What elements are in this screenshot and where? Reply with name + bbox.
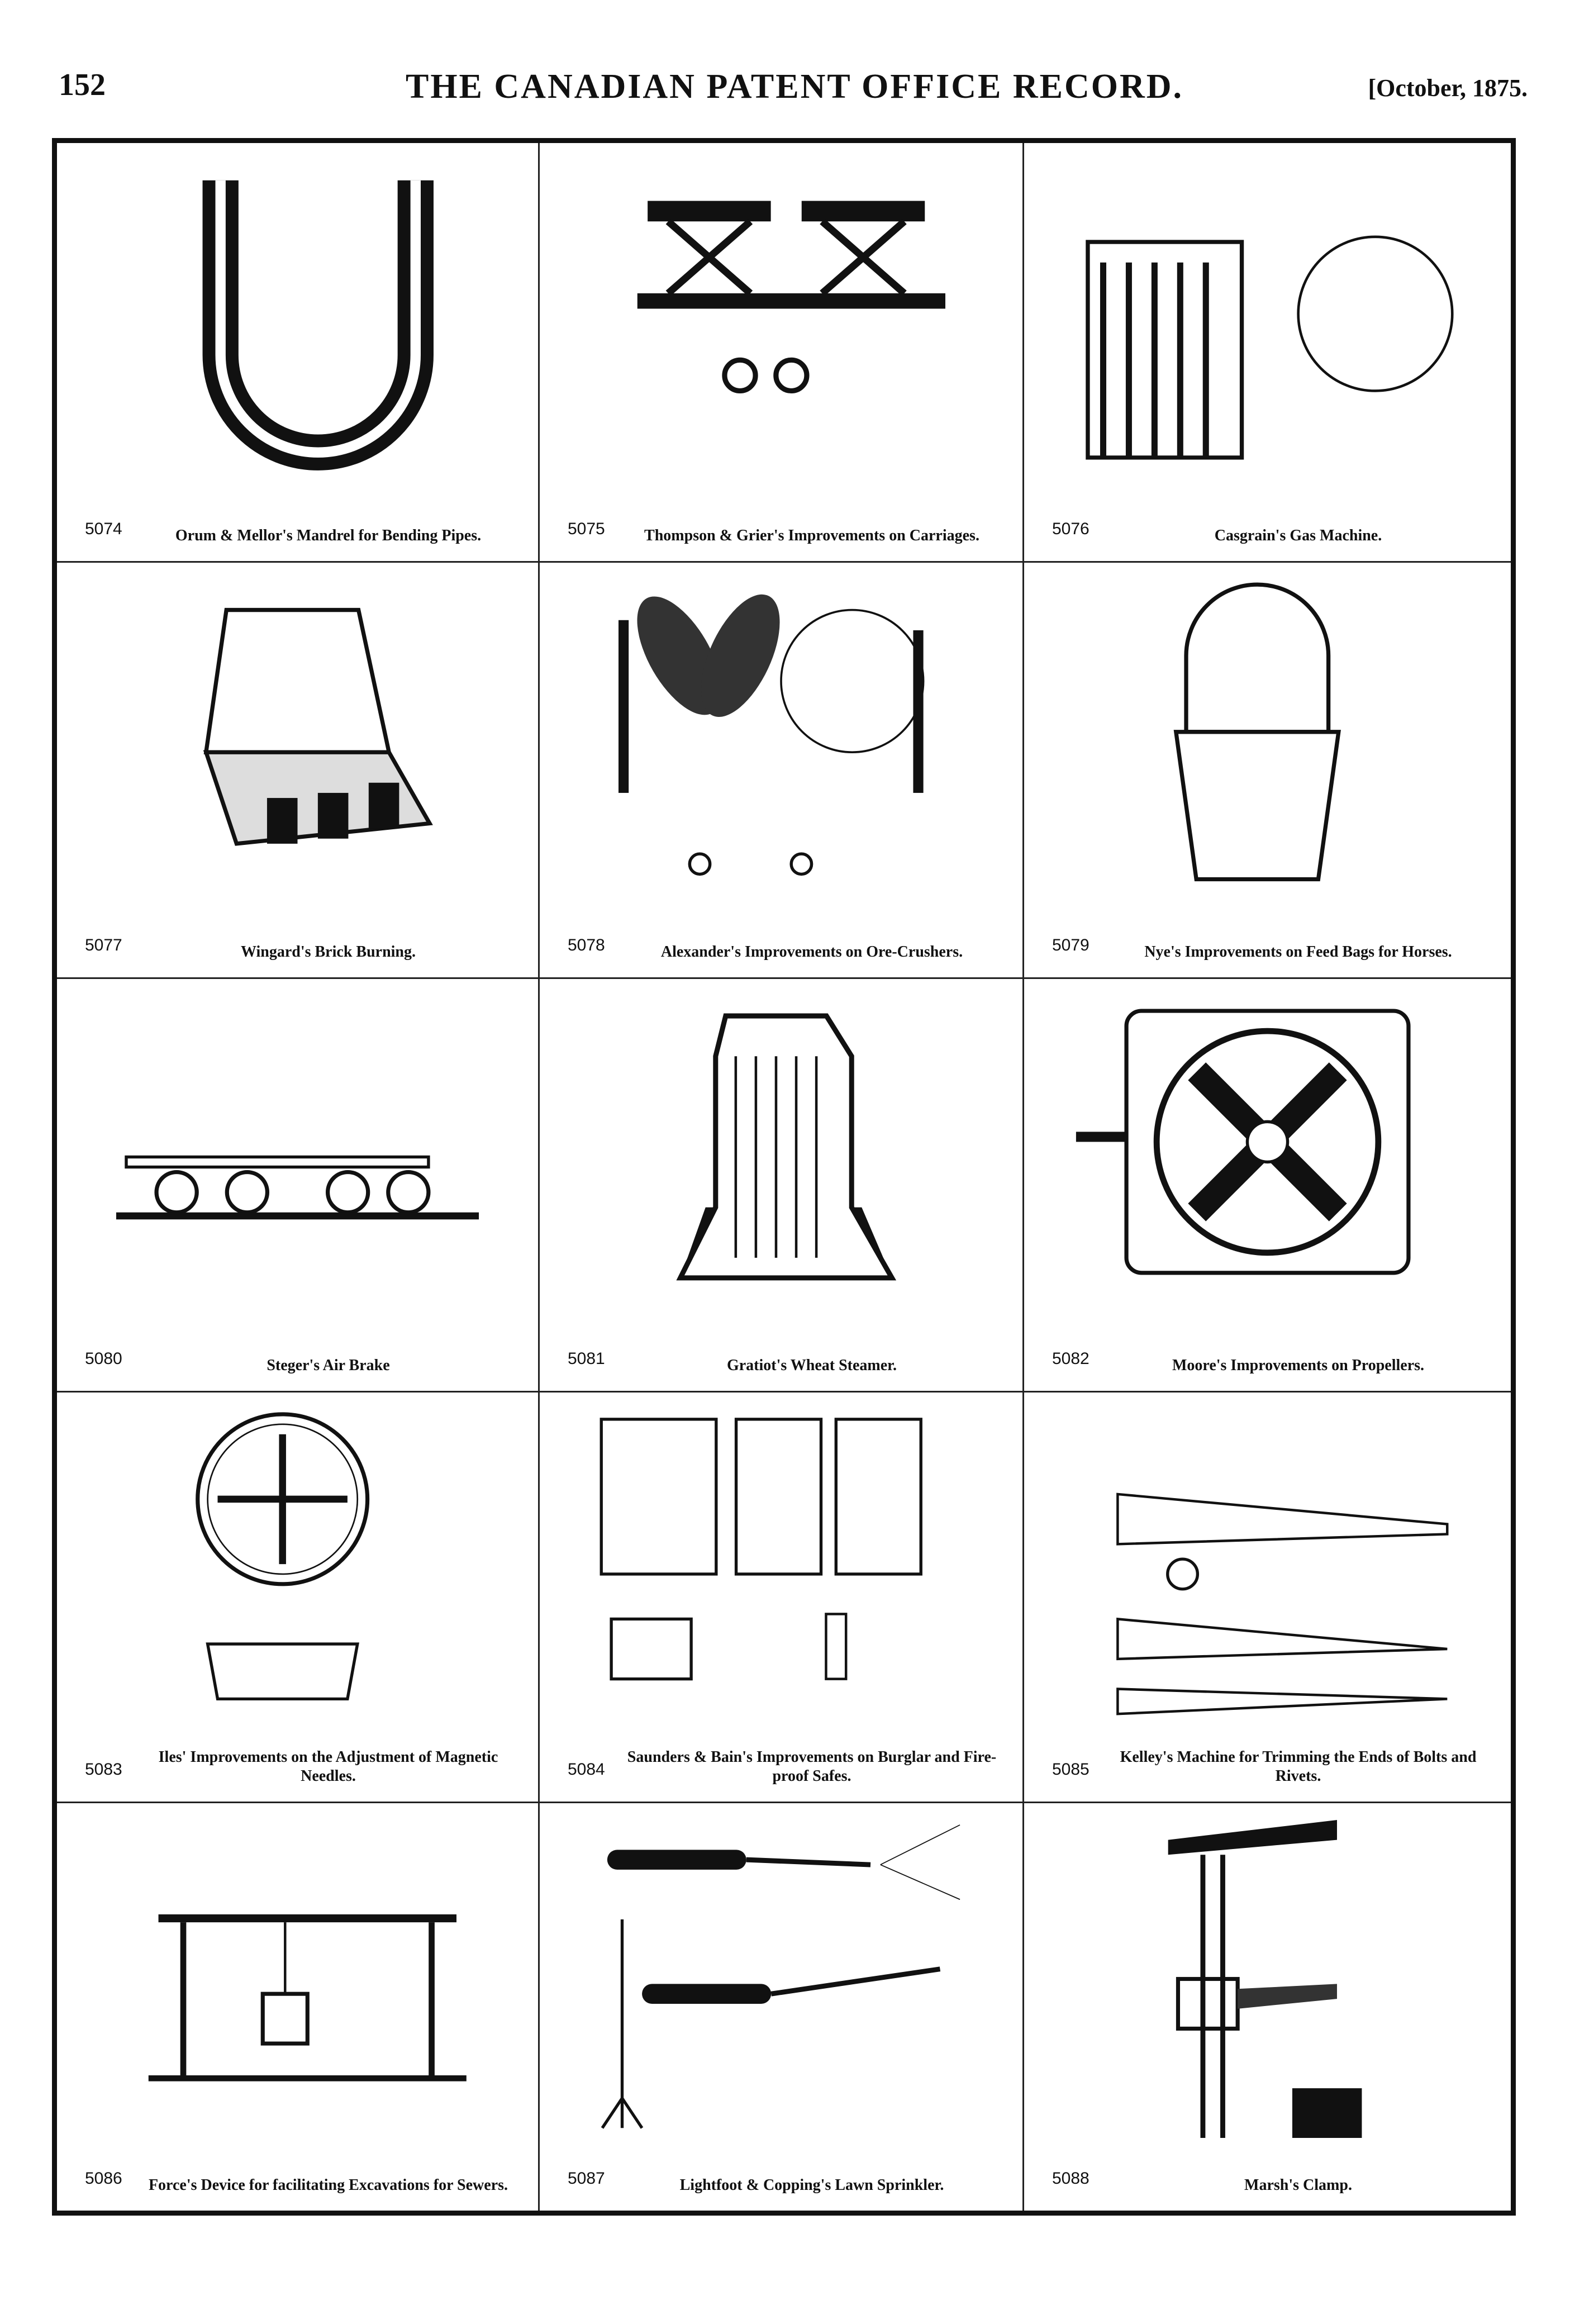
patent-drawing-5081 bbox=[676, 1013, 897, 1281]
patent-number: 5087 bbox=[568, 2169, 605, 2188]
patent-cell-5081: 5081 Gratiot's Wheat Steamer. bbox=[540, 979, 1024, 1393]
patent-illustration-grid: 5074 Orum & Mellor's Mandrel for Bending … bbox=[52, 138, 1516, 2216]
patent-caption: Nye's Improvements on Feed Bags for Hors… bbox=[1144, 943, 1452, 961]
patent-number: 5086 bbox=[85, 2169, 122, 2188]
patent-number: 5088 bbox=[1052, 2169, 1090, 2188]
patent-drawing-5078 bbox=[619, 594, 925, 876]
patent-number: 5082 bbox=[1052, 1349, 1090, 1368]
patent-number: 5075 bbox=[568, 520, 605, 538]
patent-caption: Alexander's Improvements on Ore-Crushers… bbox=[660, 943, 963, 961]
patent-drawing-5087 bbox=[601, 1824, 960, 2129]
patent-cell-5079: 5079 Nye's Improvements on Feed Bags for … bbox=[1024, 563, 1511, 979]
patent-number: 5076 bbox=[1052, 520, 1090, 538]
patent-caption: Lightfoot & Copping's Lawn Sprinkler. bbox=[679, 2176, 944, 2194]
patent-number: 5079 bbox=[1052, 936, 1090, 954]
patent-number: 5074 bbox=[85, 520, 122, 538]
patent-drawing-5083 bbox=[196, 1412, 370, 1701]
patent-caption: Iles' Improvements on the Adjustment of … bbox=[158, 1748, 498, 1785]
patent-caption: Marsh's Clamp. bbox=[1244, 2176, 1352, 2194]
patent-number: 5081 bbox=[568, 1349, 605, 1368]
patent-cell-5087: 5087 Lightfoot & Copping's Lawn Sprinkler… bbox=[540, 1803, 1024, 2211]
patent-number: 5084 bbox=[568, 1760, 605, 1779]
patent-drawing-5074 bbox=[202, 180, 434, 470]
page-number: 152 bbox=[59, 68, 106, 102]
patent-cell-5077: 5077 Wingard's Brick Burning. bbox=[57, 563, 540, 979]
patent-caption: Casgrain's Gas Machine. bbox=[1214, 527, 1382, 544]
patent-drawing-5077 bbox=[203, 607, 433, 846]
patent-number: 5077 bbox=[85, 936, 122, 954]
patent-drawing-5084 bbox=[600, 1418, 922, 1681]
patent-cell-5082: 5082 Moore's Improvements on Propellers. bbox=[1024, 979, 1511, 1393]
patent-cell-5086: 5086 Force's Device for facilitating Exca… bbox=[57, 1803, 540, 2211]
patent-caption: Orum & Mellor's Mandrel for Bending Pipe… bbox=[175, 527, 482, 544]
patent-cell-5076: 5076 Casgrain's Gas Machine. bbox=[1024, 143, 1511, 563]
patent-cell-5085: 5085 Kelley's Machine for Trimming the En… bbox=[1024, 1393, 1511, 1803]
patent-number: 5080 bbox=[85, 1349, 122, 1368]
patent-caption: Saunders & Bain's Improvements on Burgla… bbox=[627, 1748, 997, 1785]
patent-cell-5080: 5080 Steger's Air Brake bbox=[57, 979, 540, 1393]
patent-drawing-5075 bbox=[637, 201, 945, 394]
patent-drawing-5086 bbox=[148, 1914, 467, 2081]
patent-cell-5075: 5075 Thompson & Grier's Improvements on C… bbox=[540, 143, 1024, 563]
patent-number: 5078 bbox=[568, 936, 605, 954]
patent-drawing-5088 bbox=[1168, 1820, 1362, 2138]
patent-number: 5083 bbox=[85, 1760, 122, 1779]
patent-cell-5084: 5084 Saunders & Bain's Improvements on Bu… bbox=[540, 1393, 1024, 1803]
patent-cell-5078: 5078 Alexander's Improvements on Ore-Crus… bbox=[540, 563, 1024, 979]
patent-caption: Gratiot's Wheat Steamer. bbox=[726, 1357, 897, 1374]
patent-drawing-5080 bbox=[116, 1155, 479, 1220]
issue-date: [October, 1875. bbox=[1368, 74, 1528, 102]
patent-caption: Thompson & Grier's Improvements on Carri… bbox=[644, 527, 979, 544]
patent-caption: Kelley's Machine for Trimming the Ends o… bbox=[1120, 1748, 1477, 1785]
patent-caption: Force's Device for facilitating Excavati… bbox=[148, 2176, 508, 2194]
patent-drawing-5085 bbox=[1116, 1493, 1449, 1715]
patent-number: 5085 bbox=[1052, 1760, 1090, 1779]
patent-drawing-5082 bbox=[1076, 1009, 1411, 1275]
patent-cell-5088: 5088 Marsh's Clamp. bbox=[1024, 1803, 1511, 2211]
patent-cell-5083: 5083 Iles' Improvements on the Adjustment… bbox=[57, 1393, 540, 1803]
patent-caption: Steger's Air Brake bbox=[267, 1357, 390, 1374]
patent-cell-5074: 5074 Orum & Mellor's Mandrel for Bending … bbox=[57, 143, 540, 563]
patent-drawing-5076 bbox=[1086, 235, 1454, 460]
patent-caption: Wingard's Brick Burning. bbox=[240, 943, 416, 961]
patent-caption: Moore's Improvements on Propellers. bbox=[1172, 1357, 1425, 1374]
patent-drawing-5079 bbox=[1173, 582, 1341, 882]
page-title: THE CANADIAN PATENT OFFICE RECORD. bbox=[405, 68, 1184, 106]
